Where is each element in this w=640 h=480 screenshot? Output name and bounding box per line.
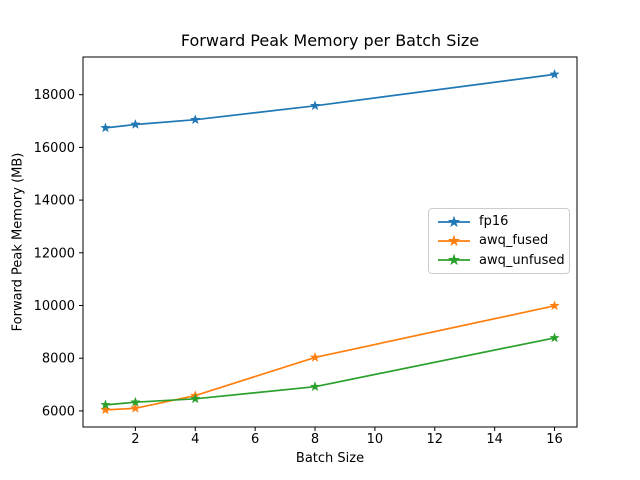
legend-star-marker: [447, 234, 461, 247]
series-marker-awq_unfused: [309, 381, 321, 392]
x-tick-label: 12: [427, 432, 444, 447]
legend-star-marker: [447, 253, 461, 266]
series-marker-awq_fused: [100, 404, 111, 415]
series-marker-fp16: [189, 114, 201, 125]
legend: fp16 awq_fused awq_unfused: [428, 208, 570, 274]
axes-spines: [82, 56, 578, 428]
x-tick-label: 2: [131, 432, 139, 447]
series-marker-awq_unfused: [549, 332, 560, 343]
legend-label-awq_unfused: awq_unfused: [479, 252, 565, 268]
legend-item-awq_unfused: awq_unfused: [437, 251, 565, 270]
legend-item-fp16: fp16: [437, 212, 561, 231]
legend-label-awq_fused: awq_fused: [479, 233, 549, 249]
x-tick-label: 8: [311, 432, 319, 447]
x-tick-label: 6: [251, 432, 259, 447]
legend-swatch-awq_unfused: [438, 253, 470, 266]
series-marker-awq_unfused: [189, 393, 201, 404]
x-tick-label: 4: [191, 432, 199, 447]
x-tick-label: 10: [367, 432, 384, 447]
legend-star-marker: [447, 215, 461, 227]
series-marker-fp16: [100, 122, 111, 133]
legend-item-awq_fused: awq_fused: [437, 231, 561, 250]
y-tick-label: 14000: [34, 194, 75, 209]
x-tick-label: 16: [546, 432, 563, 447]
y-tick-label: 6000: [42, 404, 75, 419]
x-axis-label: Batch Size: [295, 451, 365, 466]
legend-swatch-awq_fused: [438, 234, 470, 247]
legend-swatch-fp16: [438, 215, 470, 227]
y-tick-label: 10000: [34, 299, 75, 314]
y-tick-label: 12000: [34, 246, 75, 261]
x-tick-label: 14: [486, 432, 503, 447]
series-marker-fp16: [130, 118, 141, 129]
series-line-awq_unfused: [105, 337, 555, 406]
y-tick-label: 16000: [34, 141, 75, 156]
series-marker-awq_unfused: [130, 396, 141, 407]
legend-label-fp16: fp16: [479, 214, 509, 230]
chart-title: Forward Peak Memory per Batch Size: [180, 31, 480, 50]
series-line-fp16: [105, 73, 555, 129]
series-marker-awq_unfused: [100, 399, 111, 410]
series-marker-fp16: [309, 100, 321, 111]
series-marker-awq_fused: [130, 402, 141, 413]
y-tick-label: 18000: [34, 88, 75, 103]
series-marker-awq_fused: [549, 300, 560, 311]
series-marker-awq_fused: [309, 351, 321, 362]
series-line-awq_fused: [105, 304, 555, 411]
series-marker-fp16: [549, 68, 560, 79]
y-tick-label: 8000: [42, 352, 75, 367]
